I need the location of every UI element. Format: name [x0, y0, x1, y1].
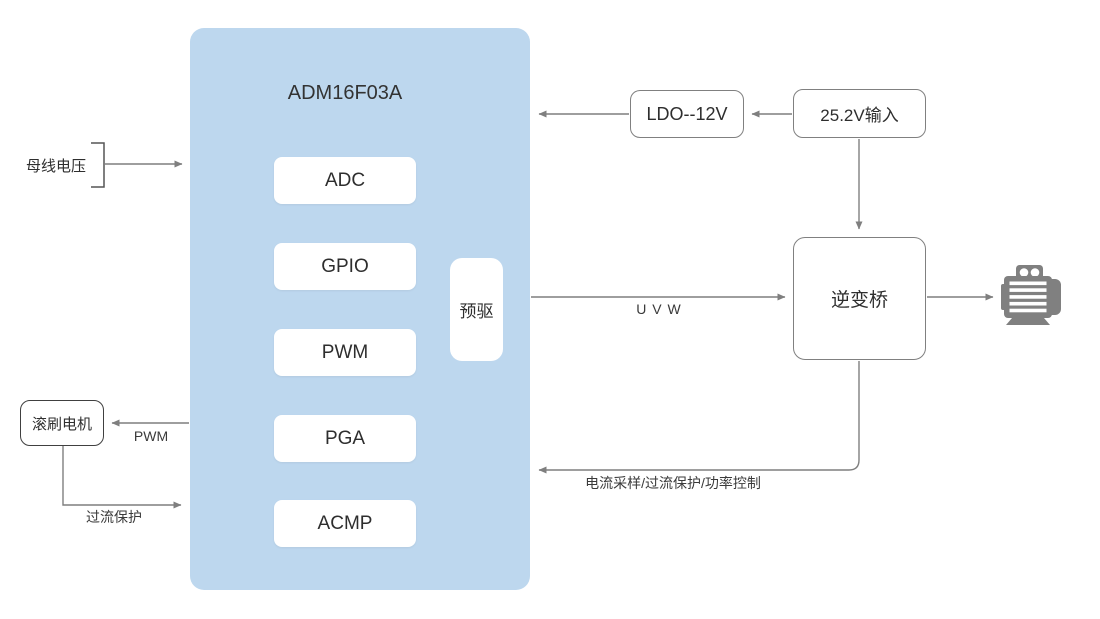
brush-motor-block: 滚刷电机	[20, 400, 104, 446]
bus-voltage-label: 母线电压	[25, 158, 86, 175]
module-acmp: ACMP	[274, 500, 416, 547]
connector-brush-overcurrent	[62, 446, 182, 509]
module-adc: ADC	[274, 157, 416, 204]
predriver-block: 预驱	[450, 258, 503, 361]
motor-icon	[1001, 265, 1061, 325]
overcurrent-label: 过流保护	[86, 509, 142, 525]
module-pwm: PWM	[274, 329, 416, 376]
chip-title: ADM16F03A	[287, 82, 403, 104]
pwm-edge-label: PWM	[133, 428, 169, 444]
feedback-label: 电流采样/过流保护/功率控制	[585, 475, 761, 491]
power-input-block: 25.2V输入	[793, 89, 926, 138]
module-pga: PGA	[274, 415, 416, 462]
module-gpio: GPIO	[274, 243, 416, 290]
connector-feedback	[538, 361, 860, 474]
inverter-block: 逆变桥	[793, 237, 926, 360]
uvw-label: U V W	[636, 301, 682, 317]
ldo-block: LDO--12V	[630, 90, 744, 138]
